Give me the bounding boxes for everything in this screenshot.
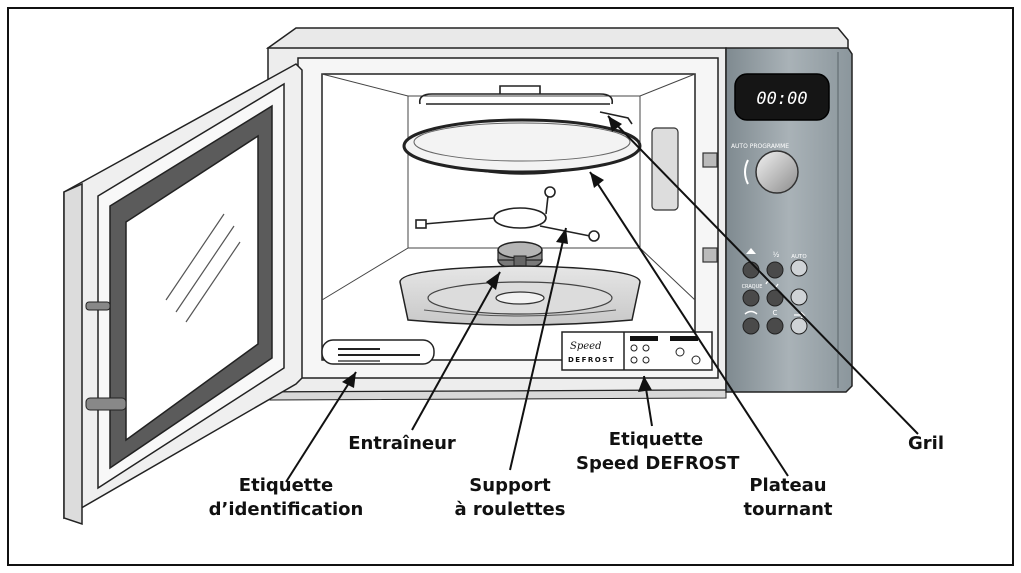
label-speed-label-line2: Speed DEFROST [576, 453, 740, 474]
label-id-label-line1: Etiquette [238, 475, 334, 496]
label-speed-label-line1: Etiquette [608, 429, 704, 450]
label-roller-line1: Support [469, 475, 551, 496]
label-drive-line1: Entraîneur [348, 433, 456, 454]
label-grill: Gril [896, 432, 956, 456]
control-buttons [742, 259, 808, 335]
leader-turntable [589, 171, 789, 477]
leader-roller [509, 227, 567, 471]
label-turntable-line2: tournant [743, 499, 833, 520]
leader-lines [285, 115, 919, 483]
control-panel: 00:00 AUTO PROGRAMME AUTO CRAQUE C ½ [725, 47, 853, 393]
knob-label: AUTO PROGRAMME [731, 143, 789, 150]
roller-support [415, 186, 600, 242]
time-display [734, 73, 830, 121]
label-roller-line2: à roulettes [454, 499, 566, 520]
cavity-floor-tray [399, 265, 641, 326]
combi-icon [744, 310, 758, 315]
leader-arrowheads [342, 116, 652, 392]
leader-grill [607, 115, 919, 435]
crisp-button-label: CRAQUE [742, 284, 763, 290]
grill-element [418, 85, 633, 125]
oven-door [63, 63, 303, 526]
half-button-label: ½ [773, 251, 780, 259]
label-id-label-line2: d’identification [208, 499, 364, 520]
label-turntable: Plateau tournant [738, 474, 838, 522]
time-display-text: 00:00 [756, 89, 807, 109]
sticker-brand-bottom: DEFROST [568, 356, 615, 364]
label-grill-line1: Gril [908, 433, 944, 454]
label-drive: Entraîneur [344, 432, 460, 456]
label-roller: Support à roulettes [450, 474, 570, 522]
id-label-plate [321, 339, 435, 365]
leader-drive [411, 271, 501, 431]
label-speed-label: Etiquette Speed DEFROST [576, 428, 740, 476]
auto-programme-knob[interactable] [755, 150, 799, 194]
label-turntable-line1: Plateau [749, 475, 827, 496]
label-id-label: Etiquette d’identification [204, 474, 368, 522]
sticker-brand-top: Speed [570, 341, 602, 352]
cancel-button-label: C [773, 309, 778, 317]
defrost-icon [746, 248, 756, 254]
auto-button-label: AUTO [791, 254, 807, 260]
speed-defrost-sticker: Speed DEFROST [561, 331, 713, 371]
turntable-plate [402, 118, 642, 175]
leader-id-label [285, 371, 357, 483]
